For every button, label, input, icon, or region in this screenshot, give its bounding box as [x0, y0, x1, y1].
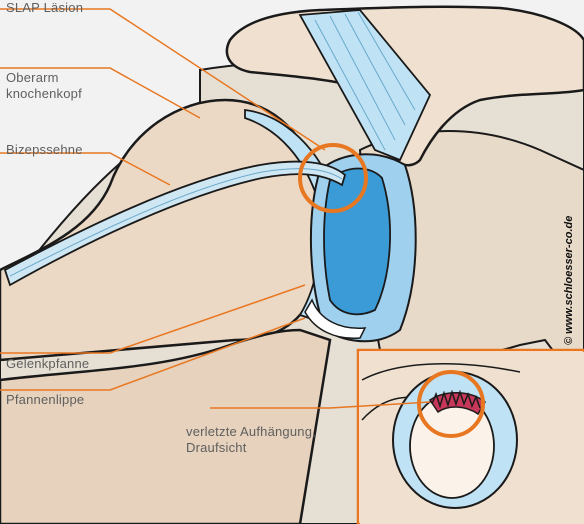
- label-biceps-tendon-text: Bizepssehne: [6, 142, 83, 158]
- glenoid-fossa: [324, 168, 390, 314]
- label-injury: verletzte Aufhängung, Draufsicht: [186, 424, 316, 456]
- label-biceps-tendon: Bizepssehne: [6, 142, 83, 158]
- copyright-credit: © www.schloesser-co.de: [561, 145, 577, 345]
- label-labrum-text: Pfannenlippe: [6, 392, 84, 408]
- label-slap-text: SLAP Läsion: [6, 0, 83, 16]
- label-injury-line2: Draufsicht: [186, 440, 316, 456]
- label-slap: SLAP Läsion: [6, 0, 83, 16]
- label-glenoid-text: Gelenkpfanne: [6, 356, 89, 372]
- label-humeral-head: Oberarm knochenkopf: [6, 70, 82, 102]
- humeral-head: [0, 100, 326, 360]
- label-humeral-head-line2: knochenkopf: [6, 86, 82, 102]
- label-labrum: Pfannenlippe: [6, 392, 84, 408]
- label-injury-line1: verletzte Aufhängung,: [186, 424, 316, 440]
- label-humeral-head-line1: Oberarm: [6, 70, 82, 86]
- label-glenoid: Gelenkpfanne: [6, 356, 89, 372]
